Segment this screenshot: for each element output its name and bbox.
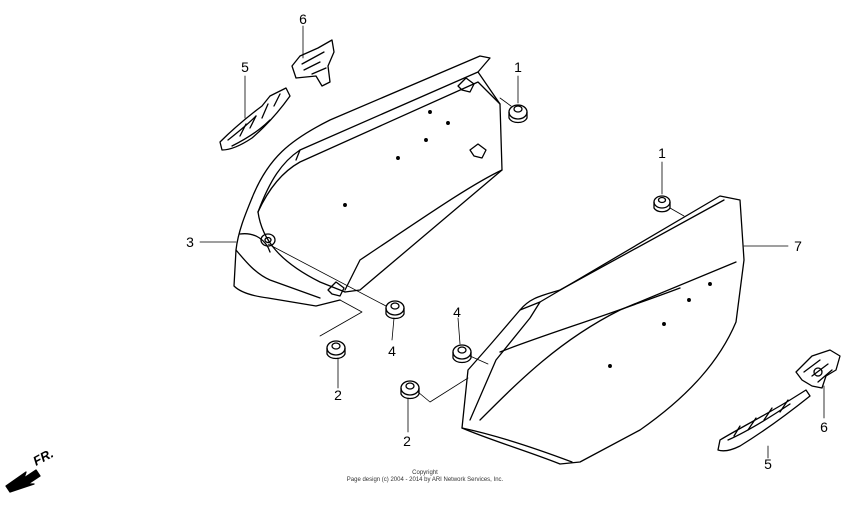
callout-2-left: 2 — [334, 387, 342, 403]
right-side-cover — [461, 195, 745, 465]
callout-4-left: 4 — [388, 343, 396, 359]
grommet-2-right — [400, 380, 420, 400]
leader-lines — [199, 25, 825, 459]
wing-emblem-6-right — [795, 349, 841, 389]
callout-5-right: 5 — [764, 456, 772, 472]
copyright-line-1: Copyright — [412, 470, 438, 476]
front-direction-label: FR. — [30, 446, 56, 469]
bracket-6-left — [291, 39, 335, 87]
callout-1-upper: 1 — [514, 59, 522, 75]
grommet-2-left — [326, 340, 346, 360]
emblem-5-left — [219, 87, 291, 151]
callout-7: 7 — [794, 238, 802, 254]
callout-1-lower: 1 — [658, 145, 666, 161]
front-direction-arrow — [5, 469, 41, 493]
callout-5-left: 5 — [241, 59, 249, 75]
grommet-1-upper — [508, 104, 528, 124]
callout-4-right: 4 — [453, 304, 461, 320]
grommet-1-lower — [653, 195, 671, 213]
callout-2-right: 2 — [403, 433, 411, 449]
grommet-4-left — [385, 300, 405, 320]
callout-3: 3 — [186, 234, 194, 250]
grommet-4-right — [452, 344, 472, 364]
copyright-line-2: Page design (c) 2004 - 2014 by ARI Netwo… — [346, 477, 504, 483]
callout-6-left: 6 — [299, 11, 307, 27]
left-side-cover — [233, 55, 503, 307]
emblem-5-right — [717, 389, 811, 452]
callout-6-right: 6 — [820, 419, 828, 435]
